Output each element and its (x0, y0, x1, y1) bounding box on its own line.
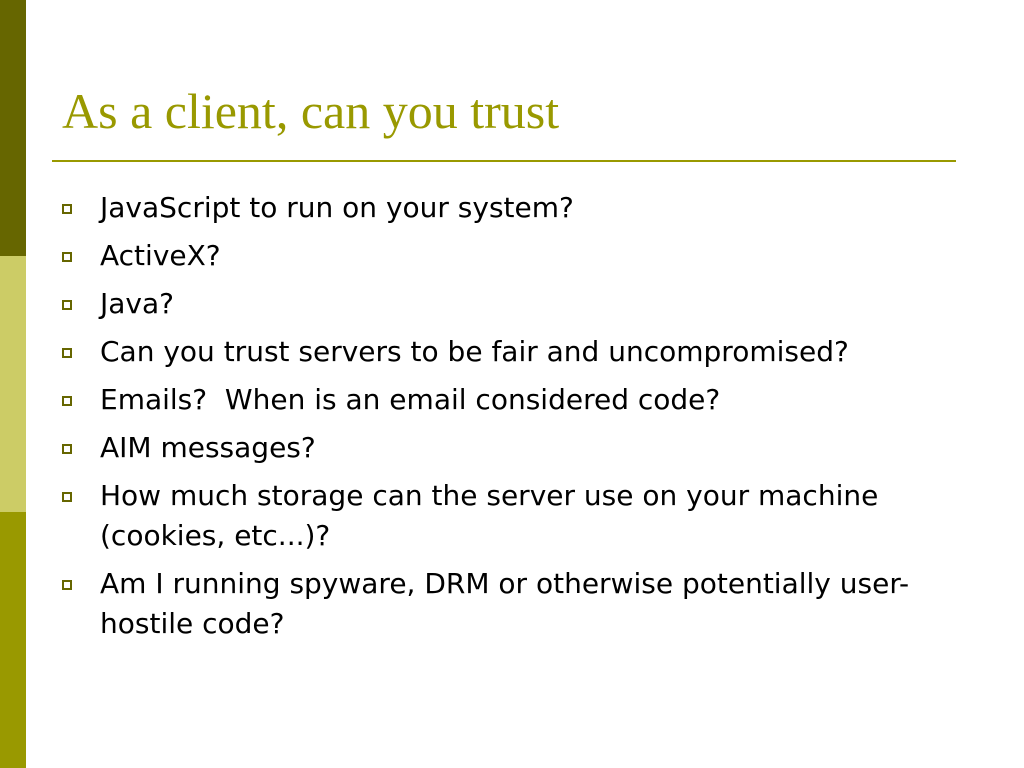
hollow-square-bullet-icon (62, 300, 72, 310)
title-underline-rule (52, 160, 956, 162)
bullet-text: Java? (100, 287, 175, 320)
side-color-bar (0, 0, 26, 768)
side-bar-bottom-segment (0, 512, 26, 768)
slide-title: As a client, can you trust (62, 83, 560, 139)
hollow-square-bullet-icon (62, 204, 72, 214)
bullet-item: AIM messages? (62, 428, 942, 468)
side-bar-top-segment (0, 0, 26, 256)
bullet-item: Java? (62, 284, 942, 324)
bullet-text: Emails? When is an email considered code… (100, 383, 721, 416)
hollow-square-bullet-icon (62, 348, 72, 358)
hollow-square-bullet-icon (62, 444, 72, 454)
bullet-item: Am I running spyware, DRM or otherwise p… (62, 564, 942, 644)
bullet-item: Emails? When is an email considered code… (62, 380, 942, 420)
hollow-square-bullet-icon (62, 492, 72, 502)
side-bar-middle-segment (0, 256, 26, 512)
hollow-square-bullet-icon (62, 252, 72, 262)
bullet-list: JavaScript to run on your system? Active… (62, 188, 942, 652)
hollow-square-bullet-icon (62, 580, 72, 590)
bullet-text: Can you trust servers to be fair and unc… (100, 335, 849, 368)
bullet-text: AIM messages? (100, 431, 316, 464)
hollow-square-bullet-icon (62, 396, 72, 406)
bullet-text: Am I running spyware, DRM or otherwise p… (100, 567, 910, 640)
bullet-item: JavaScript to run on your system? (62, 188, 942, 228)
bullet-item: How much storage can the server use on y… (62, 476, 942, 556)
bullet-text: How much storage can the server use on y… (100, 479, 888, 552)
bullet-text: JavaScript to run on your system? (100, 191, 574, 224)
bullet-text: ActiveX? (100, 239, 221, 272)
bullet-item: ActiveX? (62, 236, 942, 276)
bullet-item: Can you trust servers to be fair and unc… (62, 332, 942, 372)
